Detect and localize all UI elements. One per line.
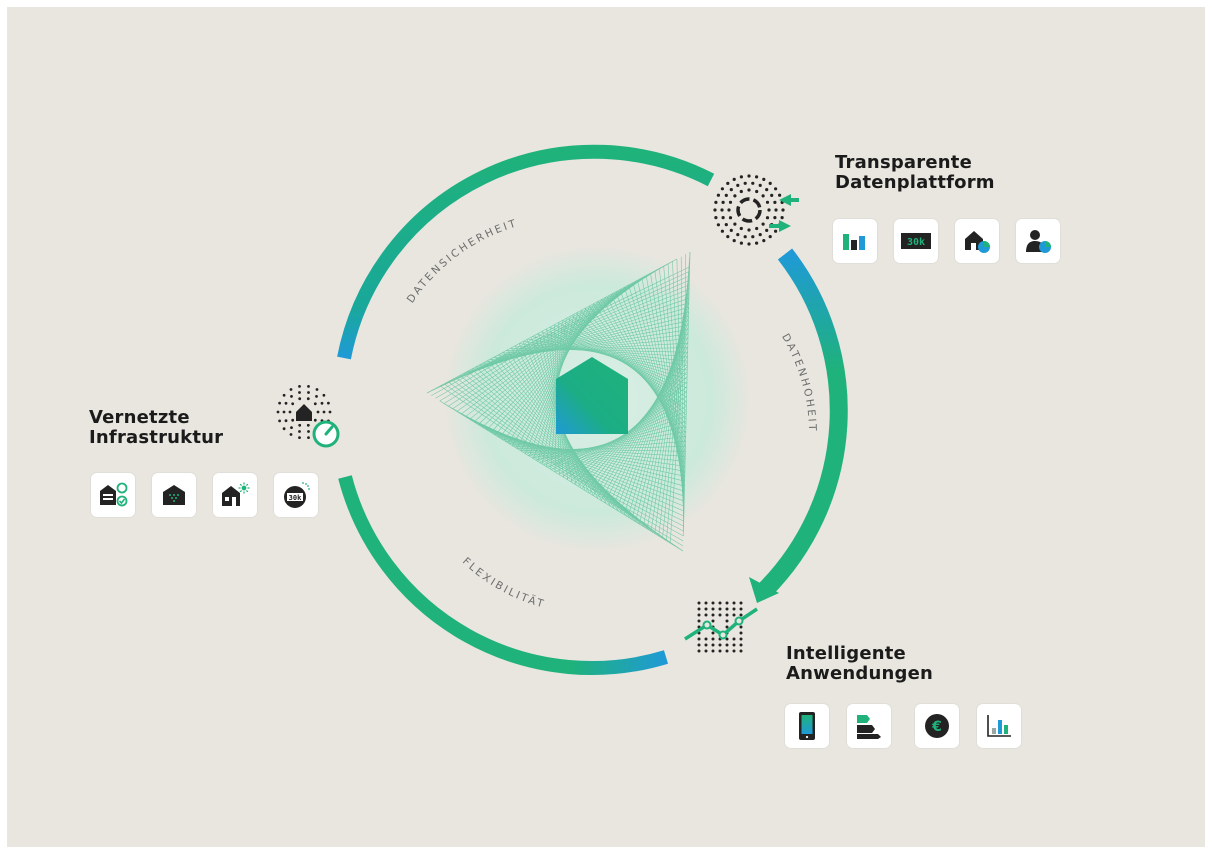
cycle-diagram: DATENSICHERHEIT DATENHOHEIT FLEXIBILITÄT <box>276 144 848 675</box>
platform-title: Transparente Datenplattform <box>835 153 995 193</box>
bar-graph-icon[interactable] <box>977 704 1021 748</box>
arc-right-arrowhead <box>749 577 779 603</box>
mobile-phone-icon[interactable] <box>785 704 829 748</box>
bar-chart-icon[interactable] <box>833 219 877 263</box>
diagram-canvas: DATENSICHERHEIT DATENHOHEIT FLEXIBILITÄT… <box>7 7 1205 847</box>
house-grid-icon[interactable] <box>152 473 196 517</box>
label-flexibilitaet: FLEXIBILITÄT <box>460 555 547 611</box>
arc-right <box>758 248 848 597</box>
applications-icon-row: € <box>785 704 1038 748</box>
applications-title-line1: Intelligente <box>786 643 906 664</box>
center-visual <box>426 246 750 552</box>
platform-icon-row: 30k <box>833 219 1077 263</box>
applications-title-line2: Anwendungen <box>786 663 934 684</box>
dot-matrix-trend-icon <box>684 601 758 653</box>
label-datenhoheit: DATENHOHEIT <box>779 332 818 433</box>
house-sun-icon[interactable] <box>213 473 257 517</box>
euro-coin-icon[interactable]: € <box>915 704 959 748</box>
person-pie-icon[interactable] <box>1016 219 1060 263</box>
meter-display-text: 30k <box>289 494 302 502</box>
dotted-ring-arrows-icon <box>713 174 799 246</box>
house-pie-icon[interactable] <box>955 219 999 263</box>
infrastructure-title-line1: Vernetzte <box>89 407 190 428</box>
counter-display-text: 30k <box>907 237 925 248</box>
arc-top-left <box>337 144 715 360</box>
house-icon <box>556 357 628 434</box>
applications-title: Intelligente Anwendungen <box>786 644 933 684</box>
infrastructure-title-line2: Infrastruktur <box>89 427 224 448</box>
arc-bottom-left <box>338 475 669 675</box>
building-switch-icon[interactable] <box>91 473 135 517</box>
svg-text:€: € <box>931 719 942 735</box>
counter-display-icon[interactable]: 30k <box>894 219 938 263</box>
energy-label-icon[interactable] <box>847 704 891 748</box>
platform-title-line1: Transparente <box>835 152 972 173</box>
infrastructure-title: Vernetzte Infrastruktur <box>89 408 223 448</box>
infrastructure-icon-row: 30k <box>91 473 335 517</box>
meter-display-icon[interactable]: 30k <box>274 473 318 517</box>
platform-title-line2: Datenplattform <box>835 172 995 193</box>
house-gauge-icon <box>276 385 340 448</box>
